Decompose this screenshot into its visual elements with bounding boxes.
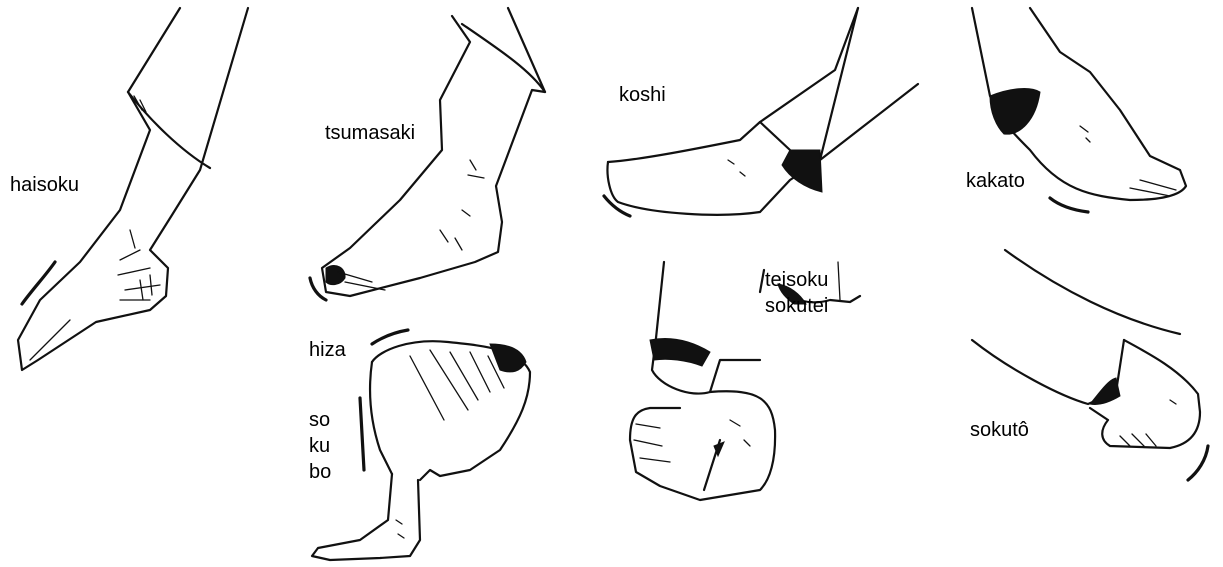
haisoku-arc — [22, 262, 55, 304]
sokuto-foot-drawing — [972, 250, 1208, 480]
label-sokubo-so: so — [309, 407, 331, 433]
label-sokuto: sokutô — [970, 418, 1029, 442]
kakato-arc — [1050, 198, 1088, 212]
label-haisoku: haisoku — [10, 173, 79, 197]
sokubo-bar — [360, 398, 364, 470]
hiza-foot-drawing — [312, 330, 530, 560]
label-koshi: koshi — [619, 83, 666, 107]
label-hiza: hiza — [309, 338, 346, 362]
label-teisoku: teisoku — [765, 268, 828, 292]
koshi-arc — [604, 196, 630, 216]
label-sokubo-ku: ku — [309, 433, 331, 459]
sokuto-arc — [1188, 446, 1208, 480]
hiza-arc — [372, 330, 408, 344]
tsumasaki-foot-drawing — [310, 8, 545, 300]
label-kakato: kakato — [966, 169, 1025, 193]
koshi-foot-drawing — [604, 8, 918, 216]
label-sokubo: so ku bo — [309, 407, 331, 485]
label-tsumasaki: tsumasaki — [325, 121, 415, 145]
label-sokutei: sokutei — [765, 294, 828, 318]
label-sokubo-bo: bo — [309, 459, 331, 485]
